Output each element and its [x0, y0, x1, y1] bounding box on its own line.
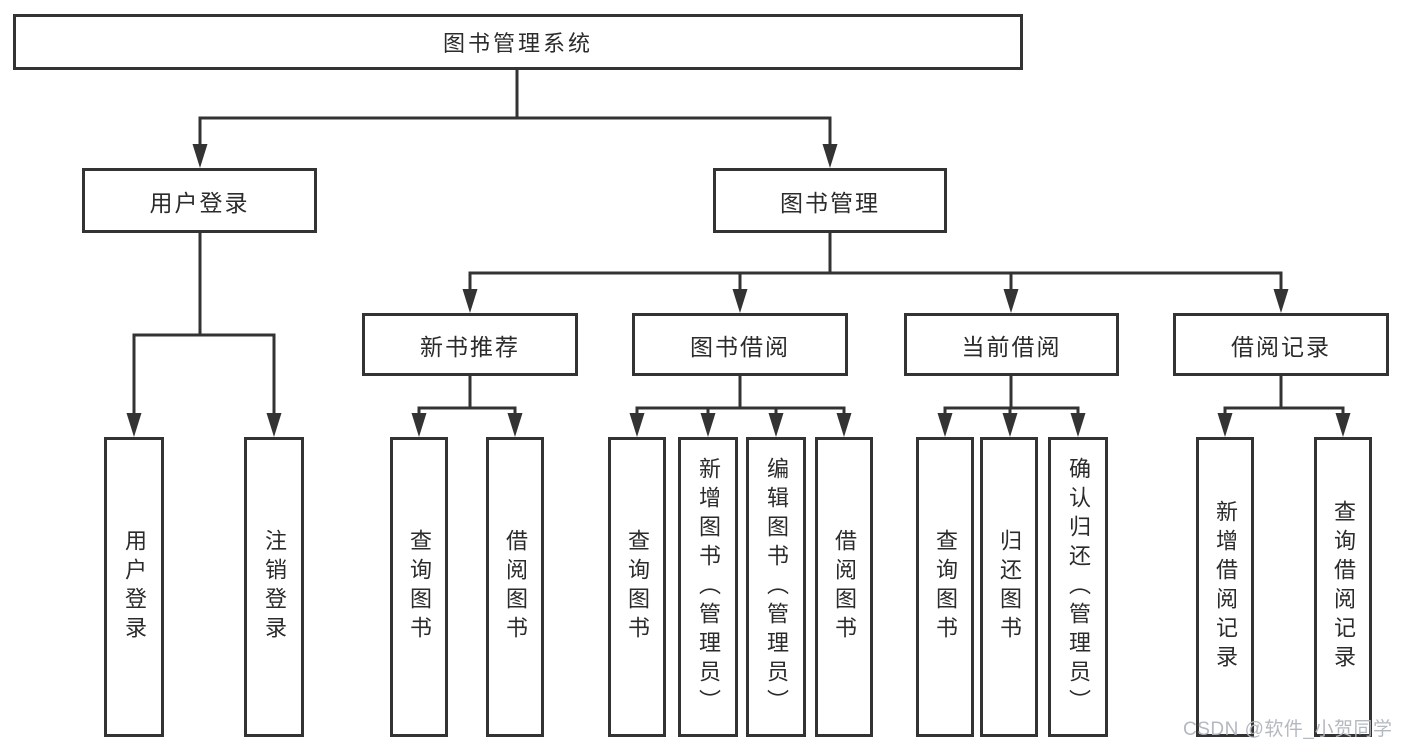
connector-new-book-branch — [417, 376, 517, 415]
leaf-confirm-return-admin: 确认归还（管理员） — [1048, 437, 1108, 737]
leaf-query-borrow-record: 查询借阅记录 — [1314, 437, 1372, 737]
leaf-edit-book-admin: 编辑图书（管理员） — [746, 437, 806, 737]
leaf-query-borrow-record-label: 查询借阅记录 — [1331, 500, 1356, 674]
connector-book-management-branch — [468, 233, 1283, 291]
leaf-edit-book-admin-label: 编辑图书（管理员） — [764, 456, 789, 718]
node-root: 图书管理系统 — [13, 14, 1023, 70]
node-current-borrow-label: 当前借阅 — [961, 333, 1062, 360]
leaf-query-books-recommend: 查询图书 — [390, 437, 448, 737]
csdn-watermark: CSDN @软件_小贺同学 — [1183, 719, 1393, 740]
connector-borrow-records-branch — [1223, 376, 1345, 415]
leaf-confirm-return-admin-label: 确认归还（管理员） — [1066, 456, 1091, 718]
leaf-borrow-books-recommend: 借阅图书 — [486, 437, 544, 737]
arrowhead-user-login-branch — [126, 413, 282, 437]
leaf-logout: 注销登录 — [244, 437, 304, 737]
leaf-add-borrow-record-label: 新增借阅记录 — [1213, 500, 1238, 674]
arrowhead-new-book-branch — [411, 413, 523, 437]
node-book-borrow: 图书借阅 — [632, 313, 848, 376]
connector-root-branch — [198, 68, 832, 146]
connector-user-login-branch — [132, 233, 276, 415]
connector-current-borrow-branch — [943, 376, 1080, 415]
connector-book-borrow-branch — [635, 376, 846, 415]
node-new-book-recommend-label: 新书推荐 — [420, 333, 520, 360]
leaf-add-book-admin: 新增图书（管理员） — [678, 437, 738, 737]
leaf-query-books-current-label: 查询图书 — [933, 529, 958, 645]
leaf-query-books-borrow: 查询图书 — [608, 437, 666, 737]
node-book-management: 图书管理 — [713, 168, 947, 233]
leaf-borrow-books: 借阅图书 — [815, 437, 873, 737]
leaf-return-book: 归还图书 — [980, 437, 1038, 737]
leaf-query-books-current: 查询图书 — [916, 437, 974, 737]
node-current-borrow: 当前借阅 — [904, 313, 1119, 376]
leaf-logout-label: 注销登录 — [262, 529, 287, 645]
leaf-add-book-admin-label: 新增图书（管理员） — [696, 456, 721, 718]
node-user-login: 用户登录 — [82, 168, 317, 233]
node-borrow-records-label: 借阅记录 — [1231, 333, 1331, 360]
leaf-borrow-books-recommend-label: 借阅图书 — [503, 529, 528, 645]
leaf-add-borrow-record: 新增借阅记录 — [1196, 437, 1254, 737]
leaf-query-books-borrow-label: 查询图书 — [625, 529, 650, 645]
arrowhead-current-borrow-branch — [937, 413, 1086, 437]
arrowhead-root-branch — [192, 144, 838, 168]
node-book-management-label: 图书管理 — [780, 189, 880, 216]
node-book-borrow-label: 图书借阅 — [690, 333, 790, 360]
leaf-borrow-books-label: 借阅图书 — [832, 529, 857, 645]
arrowhead-book-borrow-branch — [629, 413, 852, 437]
leaf-user-login-label: 用户登录 — [122, 529, 147, 645]
node-borrow-records: 借阅记录 — [1173, 313, 1389, 376]
node-user-login-label: 用户登录 — [149, 189, 250, 216]
node-new-book-recommend: 新书推荐 — [362, 313, 578, 376]
arrowhead-borrow-records-branch — [1217, 413, 1351, 437]
leaf-query-books-recommend-label: 查询图书 — [407, 529, 432, 645]
leaf-return-book-label: 归还图书 — [997, 529, 1022, 645]
leaf-user-login: 用户登录 — [104, 437, 164, 737]
node-root-label: 图书管理系统 — [442, 31, 593, 56]
arrowhead-book-management-branch — [462, 289, 1289, 313]
